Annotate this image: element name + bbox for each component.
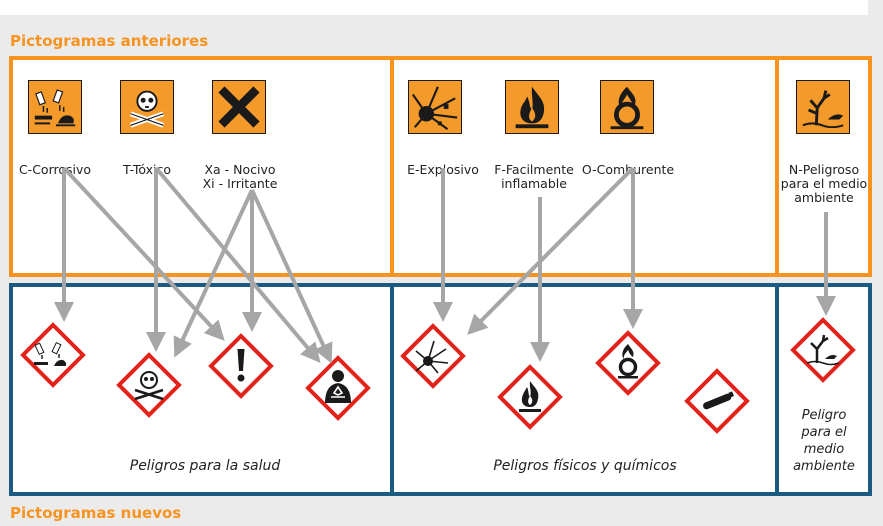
harmful-cross-icon xyxy=(212,80,266,134)
ghs-gas-cylinder-icon xyxy=(684,368,750,434)
flammable-label: F-Facilmente inflamable xyxy=(494,162,574,191)
ghs-exploding-bomb-icon xyxy=(400,323,466,389)
arrow-harmful-to-ghs-skull xyxy=(173,189,254,358)
ghs-flame-over-circle-icon xyxy=(595,330,661,396)
old-pictograms-title: Pictogramas anteriores xyxy=(10,32,209,50)
ghs-environment-icon xyxy=(790,317,856,383)
physical-chemical-hazards-label: Peligros físicos y químicos xyxy=(493,458,677,474)
corrosive-label: C-Corrosivo xyxy=(18,162,92,177)
harmful-irritant-label: Xa - Nocivo Xi - Irritante xyxy=(202,162,278,191)
oxidizing-icon xyxy=(600,80,654,134)
old-health-group xyxy=(9,56,394,277)
environment-hazard-label: Peligro para el medio ambiente xyxy=(793,408,855,474)
toxic-skull-icon xyxy=(120,80,174,134)
flammable-icon xyxy=(505,80,559,134)
arrow-harmful-to-ghs-health xyxy=(250,189,333,364)
health-hazards-label: Peligros para la salud xyxy=(129,458,281,474)
new-pictograms-title: Pictogramas nuevos xyxy=(10,504,182,522)
arrow-corrosive-to-ghs-exclamation xyxy=(62,166,225,341)
arrow-oxidizing-to-ghs-bomb xyxy=(467,166,635,335)
ghs-corrosion-icon xyxy=(20,322,86,388)
arrow-toxic-to-ghs-health xyxy=(154,166,321,364)
corrosive-icon xyxy=(28,80,82,134)
oxidizing-label: O-Comburente xyxy=(581,162,675,177)
environment-label: N-Peligroso para el medio ambiente xyxy=(780,162,868,205)
environment-icon xyxy=(796,80,850,134)
top-strip xyxy=(0,0,868,15)
ghs-health-hazard-icon xyxy=(305,355,371,421)
ghs-exclamation-icon xyxy=(208,333,274,399)
ghs-skull-icon xyxy=(116,352,182,418)
explosive-icon xyxy=(408,80,462,134)
ghs-flame-icon xyxy=(497,364,563,430)
